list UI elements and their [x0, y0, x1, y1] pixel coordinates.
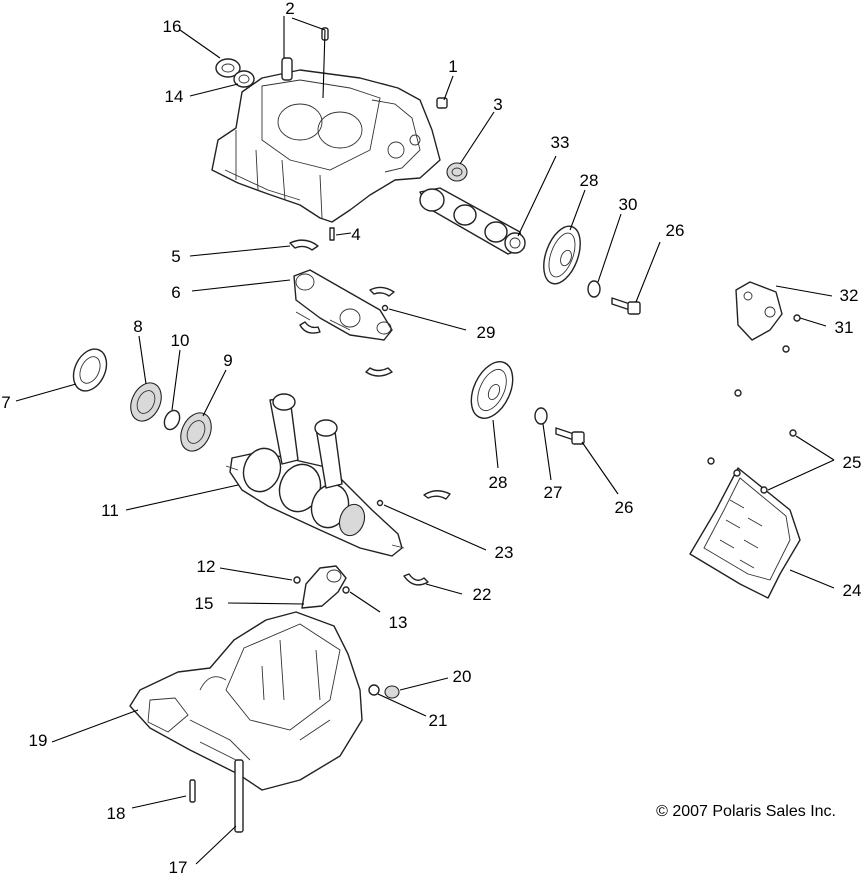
bearing-carrier [293, 269, 393, 341]
callout-4: 4 [351, 225, 360, 244]
cover-plate [735, 281, 783, 341]
ring-part-10 [163, 409, 181, 431]
callout-24: 24 [843, 581, 862, 600]
callout-23: 23 [495, 543, 514, 562]
callout-26-upper: 26 [666, 221, 685, 240]
lower-crankcase [129, 611, 363, 791]
callout-30: 30 [619, 195, 638, 214]
callout-5: 5 [171, 247, 180, 266]
bearing-shells [289, 239, 451, 586]
callout-9: 9 [223, 351, 232, 370]
bearing-part-8 [130, 382, 162, 422]
oil-seals [215, 58, 255, 88]
callout-19: 19 [29, 731, 48, 750]
fastener-part-31 [793, 314, 801, 322]
callout-28-lower: 28 [489, 473, 508, 492]
fastener-bottom [782, 345, 790, 353]
callout-28-upper: 28 [580, 171, 599, 190]
callout-20: 20 [453, 667, 472, 686]
callout-26-lower: 26 [615, 498, 634, 517]
callout-13: 13 [389, 613, 408, 632]
callout-10: 10 [171, 331, 190, 350]
callout-12: 12 [197, 557, 216, 576]
callout-18: 18 [107, 804, 126, 823]
callout-31: 31 [835, 318, 854, 337]
oring-part-13 [342, 586, 350, 594]
bolt-part-12 [293, 576, 301, 584]
callout-2: 2 [285, 0, 294, 18]
pin-part-18 [189, 779, 196, 803]
bearing-part-9 [180, 412, 212, 452]
callout-14: 14 [165, 87, 184, 106]
bolt-lower-part-26 [555, 427, 585, 445]
crankshaft [225, 393, 405, 557]
breather-plate [689, 467, 801, 599]
callout-33: 33 [551, 133, 570, 152]
cam-gear [543, 225, 581, 285]
upper-crankcase [211, 69, 441, 223]
washer-part-30 [587, 280, 601, 298]
pin-part-23 [376, 499, 384, 507]
crank-gear [470, 361, 514, 419]
callout-6: 6 [171, 283, 180, 302]
callout-3: 3 [493, 95, 502, 114]
leader-lines [15, 16, 835, 865]
callout-32: 32 [840, 286, 859, 305]
callout-7: 7 [1, 393, 10, 412]
screws-part-25 [707, 389, 797, 494]
callout-8: 8 [133, 317, 142, 336]
bolt-upper-part-26 [611, 297, 641, 315]
callout-17: 17 [169, 858, 188, 874]
callout-15: 15 [195, 594, 214, 613]
callout-29: 29 [477, 323, 496, 342]
camshaft [419, 187, 526, 255]
washer-part-27 [534, 407, 548, 425]
plug-part-1 [436, 97, 448, 109]
callout-11: 11 [101, 501, 119, 520]
callout-21: 21 [429, 711, 448, 730]
dipstick-tube-part-17 [234, 759, 244, 833]
front-seal-part-7 [72, 348, 108, 392]
bearing-part-3 [446, 162, 468, 182]
callout-25: 25 [843, 453, 862, 472]
callout-1: 1 [448, 57, 457, 76]
pin-part-29 [381, 304, 389, 312]
callout-16: 16 [163, 17, 182, 36]
copyright-notice: © 2007 Polaris Sales Inc. [656, 803, 836, 820]
callout-22: 22 [473, 585, 492, 604]
oil-pickup [301, 565, 347, 609]
plug-part-20 [384, 685, 400, 699]
oring-part-21 [368, 684, 380, 696]
callout-27: 27 [544, 483, 563, 502]
pin-part-4 [329, 227, 335, 241]
